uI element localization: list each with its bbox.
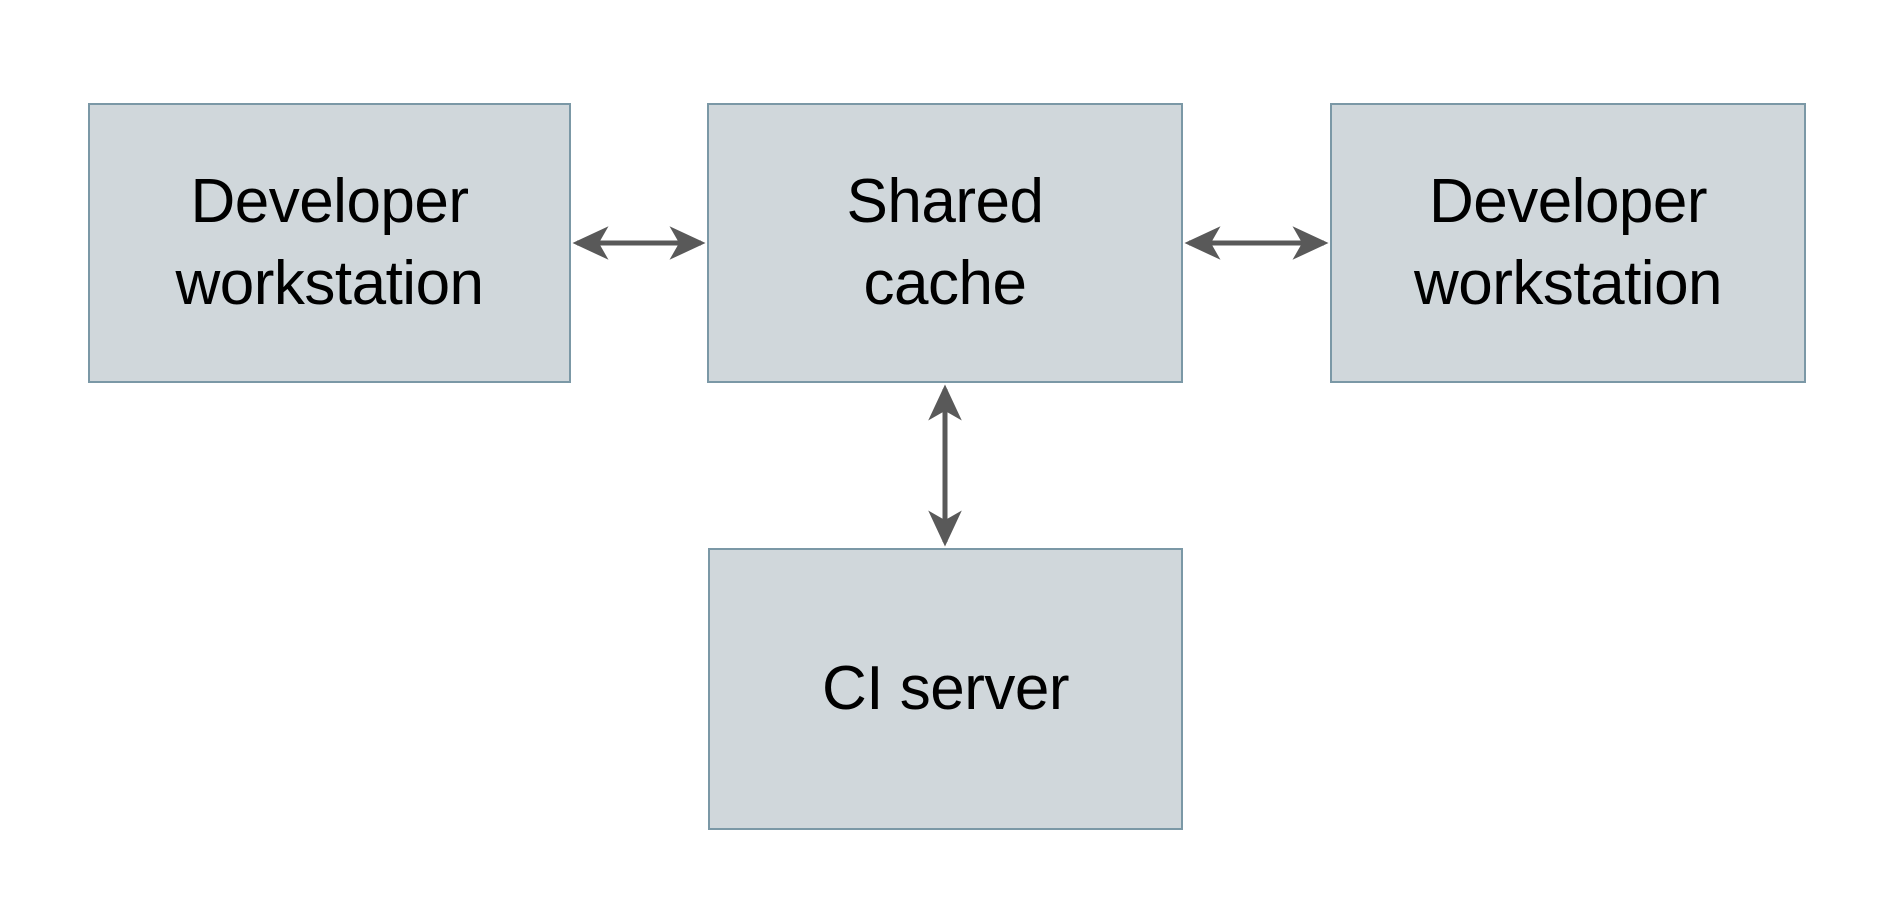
node-ci-server[interactable]: CI server [708, 548, 1183, 830]
node-label: CI server [822, 654, 1069, 724]
node-label: Shared cache [846, 167, 1044, 318]
node-label: Developer workstation [1413, 167, 1723, 318]
node-dev-workstation-left[interactable]: Developer workstation [88, 103, 571, 383]
node-dev-workstation-right[interactable]: Developer workstation [1330, 103, 1806, 383]
node-shared-cache[interactable]: Shared cache [707, 103, 1183, 383]
node-label: Developer workstation [175, 167, 484, 318]
